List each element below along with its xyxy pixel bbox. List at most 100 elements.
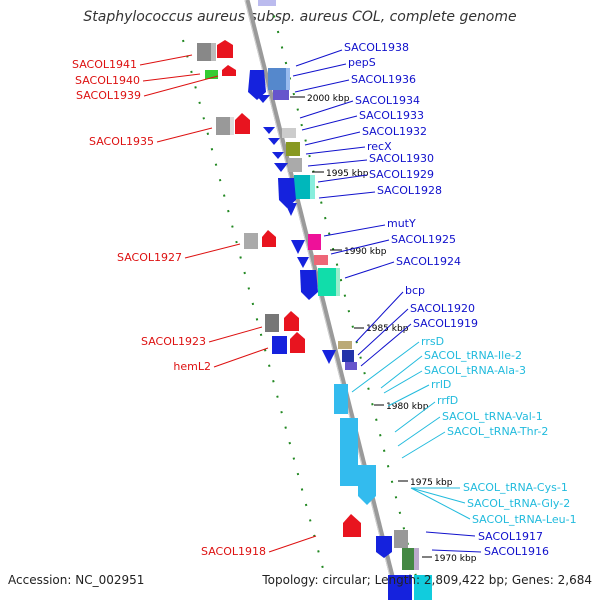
right-label: SACOL_tRNA-Thr-2 xyxy=(447,425,548,438)
right-label: SACOL_tRNA-Val-1 xyxy=(442,410,543,423)
feature-sacol1924-shade xyxy=(336,268,340,296)
left-label: SACOL1918 xyxy=(201,545,266,558)
feature-bcp-box xyxy=(338,341,352,349)
right-leader xyxy=(397,416,441,447)
right-label: mutY xyxy=(387,217,416,230)
right-label: SACOL1934 xyxy=(355,94,420,107)
feature-sacol1936-arrow xyxy=(256,95,270,103)
right-label: SACOL_tRNA-Ile-2 xyxy=(424,349,522,362)
feature-sacol1939-arrow xyxy=(222,65,236,76)
feature-recx-arrow xyxy=(272,152,284,159)
feature-bottom-cyan xyxy=(414,575,432,600)
right-label: SACOL1920 xyxy=(410,302,475,315)
feature-sacol1924-box xyxy=(318,268,336,296)
right-leader xyxy=(307,159,368,167)
right-leader xyxy=(299,100,354,119)
left-leader xyxy=(213,347,269,368)
feature-sacol1920-arrow xyxy=(322,350,336,364)
right-label: SACOL1930 xyxy=(369,152,434,165)
right-leader xyxy=(431,549,482,553)
left-label: SACOL1927 xyxy=(117,251,182,264)
right-leader xyxy=(318,191,376,199)
right-labels: SACOL1938 pepS SACOL1936 SACOL1934 SACOL… xyxy=(292,41,577,558)
left-leader xyxy=(184,243,241,259)
feature-sacol1919-box xyxy=(345,362,357,370)
right-label: rrsD xyxy=(421,335,444,348)
feature-sacol1928-arrow xyxy=(278,178,296,208)
right-label: rrfD xyxy=(437,394,458,407)
feature-muty-arrow xyxy=(291,240,305,254)
feature-sacol1917-grey xyxy=(394,530,408,548)
left-leader xyxy=(142,73,201,82)
right-leader xyxy=(317,174,368,183)
tick-label: 1990 kbp xyxy=(344,247,387,257)
right-label: pepS xyxy=(348,56,376,69)
feature-sacol1923-arrow xyxy=(284,311,299,331)
map-title: Staphylococcus aureus subsp. aureus COL,… xyxy=(83,9,517,25)
right-leader xyxy=(294,79,350,93)
feature-sacol1932-box xyxy=(286,142,300,156)
feature-sacol1941-arrow xyxy=(217,40,233,58)
tick-label: 1975 kbp xyxy=(410,478,453,488)
right-label: SACOL_tRNA-Gly-2 xyxy=(467,497,570,510)
tick-label: 1995 kbp xyxy=(326,169,369,179)
accession-text: Accession: NC_002951 xyxy=(8,573,145,587)
right-label: SACOL1929 xyxy=(369,168,434,181)
right-leader xyxy=(304,131,361,146)
feature-sacol1916-shade xyxy=(414,548,419,570)
feature-sacol1934-arrow xyxy=(263,127,275,134)
feature-muty-box xyxy=(308,234,321,250)
left-leader xyxy=(268,535,317,553)
genome-summary-text: Topology: circular; Length: 2,809,422 bp… xyxy=(262,573,592,587)
right-label: rrlD xyxy=(431,378,451,391)
right-label: SACOL1925 xyxy=(391,233,456,246)
left-label: SACOL1939 xyxy=(76,89,141,102)
right-leader xyxy=(355,291,404,343)
feature-sacol1936-box xyxy=(273,90,289,100)
tick-label: 1980 kbp xyxy=(386,402,429,412)
right-label: SACOL1928 xyxy=(377,184,442,197)
left-label: SACOL1940 xyxy=(75,74,140,87)
right-label: SACOL1936 xyxy=(351,73,416,86)
right-leader xyxy=(410,487,471,520)
right-leader xyxy=(295,49,343,67)
kbp-ticks: 2000 kbp 1995 kbp 1990 kbp 1985 kbp 1980… xyxy=(290,94,477,564)
genome-backbone xyxy=(244,0,401,600)
feature-sacol1933-arrow xyxy=(268,138,280,145)
feature-sacol1918-arrow xyxy=(343,514,361,537)
feature-rrsd-box xyxy=(334,384,348,414)
feature-rrld-box xyxy=(340,418,358,486)
outer-left-strand-guide xyxy=(182,39,327,581)
left-leader xyxy=(208,326,263,343)
feature-peps-shade xyxy=(286,68,290,90)
left-label: hemL2 xyxy=(173,360,211,373)
feature-sacol1927-arrow xyxy=(262,230,276,247)
feature-sacol1916-box xyxy=(402,548,414,570)
right-leader xyxy=(344,261,395,279)
feature-sacol1928-box xyxy=(294,175,310,199)
feature-sacol1928b-arrow xyxy=(285,203,297,216)
feature-sacol1924-arrow xyxy=(300,270,318,300)
right-leader xyxy=(301,115,358,131)
left-label: SACOL1941 xyxy=(72,58,137,71)
right-label: SACOL1916 xyxy=(484,545,549,558)
left-leader xyxy=(143,75,219,97)
left-label: SACOL1935 xyxy=(89,135,154,148)
feature-sacol1925-arrow xyxy=(297,257,309,268)
right-leader xyxy=(292,63,347,77)
right-leader xyxy=(380,355,423,389)
right-leader xyxy=(425,531,476,537)
left-label: SACOL1923 xyxy=(141,335,206,348)
left-leader xyxy=(156,127,213,143)
right-leader xyxy=(351,341,420,393)
left-labels: SACOL1941 SACOL1940 SACOL1939 SACOL1935 … xyxy=(72,54,317,558)
outer-right-strand-guide xyxy=(269,0,423,600)
feature-sacol1927-grey xyxy=(244,233,258,249)
tick-label: 1970 kbp xyxy=(434,554,477,564)
feature-top-lilac xyxy=(258,0,276,6)
right-label: SACOL1938 xyxy=(344,41,409,54)
backbone-highlight xyxy=(244,0,397,600)
right-strand-features xyxy=(248,0,432,600)
feature-sacol1935-grey xyxy=(216,117,230,135)
